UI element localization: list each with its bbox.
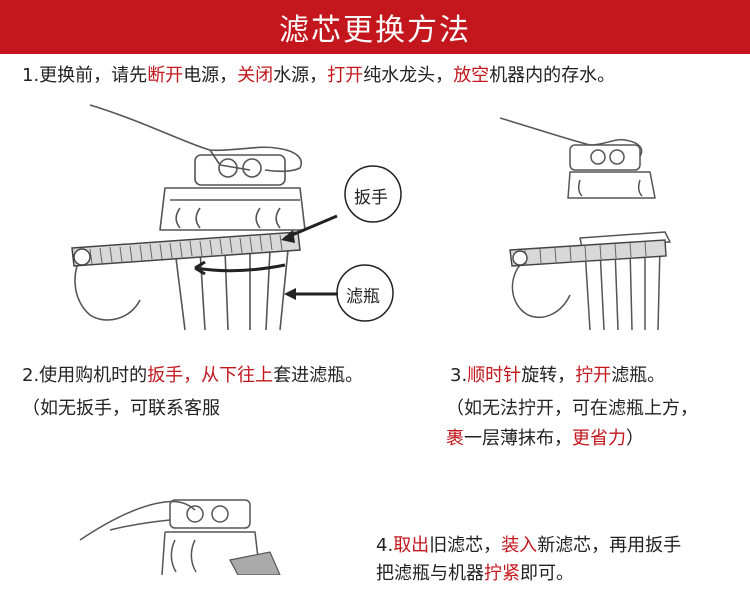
bottle-body — [174, 249, 289, 331]
step-3-close-paren: ） — [626, 428, 644, 449]
step-3-keyword-easier: 更省力 — [572, 428, 626, 449]
step-1-keyword-open: 打开 — [327, 65, 364, 86]
step-2-keyword: 扳手，从下往上 — [147, 365, 274, 386]
step-1-water: 水源， — [273, 65, 328, 86]
step-1-tap: 纯水龙头， — [363, 65, 454, 86]
step-3-number: 3. — [450, 365, 468, 386]
bottle-pointer-arrow — [284, 288, 338, 300]
wrench-callout — [344, 165, 402, 223]
step-3-cloth: 一层薄抹布， — [464, 428, 572, 449]
step-3-rotate: 旋转， — [521, 365, 576, 386]
wrench-strap-right — [509, 239, 667, 267]
hand-outline-bottom — [79, 500, 196, 541]
wrench-label: 扳手 — [354, 188, 388, 208]
step-2-suffix: 套进滤瓶。 — [273, 365, 364, 386]
step-2-text: 2.使用购机时的扳手，从下往上套进滤瓶。 — [22, 360, 363, 392]
step-3-keyword-unscrew: 拧开 — [575, 365, 612, 386]
step-1-keyword-drain: 放空 — [453, 65, 490, 86]
step-1-suffix: 机器内的存水。 — [489, 65, 616, 86]
step-3-keyword-clockwise: 顺时针 — [467, 365, 522, 386]
step-4-text: 4.取出旧滤芯，装入新滤芯，再用扳手 — [376, 530, 681, 562]
step-4-text-line-2: 把滤瓶与机器拧紧即可。 — [376, 558, 574, 590]
filter-head — [194, 154, 286, 186]
step-1-power: 电源， — [183, 65, 238, 86]
title-banner: 滤芯更换方法 — [0, 0, 750, 54]
step-1-text: 1.更换前，请先断开电源，关闭水源，打开纯水龙头，放空机器内的存水。 — [22, 60, 615, 92]
step-1-prefix: 1.更换前，请先 — [22, 65, 148, 86]
step-3-suffix: 滤瓶。 — [611, 365, 666, 386]
step-2-prefix: 2.使用购机时的 — [22, 365, 148, 386]
step-1-keyword-disconnect: 断开 — [147, 65, 184, 86]
bottle-top-rim — [579, 231, 671, 249]
page-title: 滤芯更换方法 — [279, 13, 471, 48]
step-4-suffix: 新滤芯，再用扳手 — [537, 535, 682, 556]
step-4-keyword-install: 装入 — [501, 535, 538, 556]
step-3-text: 3.顺时针旋转，拧开滤瓶。 — [450, 360, 665, 392]
step-4-number: 4. — [376, 535, 394, 556]
hand-outline — [89, 104, 302, 173]
step-4-line-2-prefix: 把滤瓶与机器 — [376, 563, 484, 584]
bottle-label: 滤瓶 — [346, 287, 380, 307]
hand-outline-top — [500, 117, 643, 157]
wrench-strap — [71, 231, 301, 267]
step-4-old-filter: 旧滤芯， — [429, 535, 502, 556]
wrench-pointer-arrow — [281, 214, 338, 243]
step-2-note: （如无扳手，可联系客服 — [22, 398, 220, 419]
wrench-illustration — [71, 104, 306, 331]
install-illustration — [79, 499, 281, 575]
step-3-note-line-1: （如无法拧开，可在滤瓶上方， — [446, 398, 698, 419]
step-3-note-line-2: 裹一层薄抹布，更省力） — [446, 423, 644, 455]
step-3-keyword-wrap: 裹 — [446, 428, 464, 449]
step-4-line-2-suffix: 即可。 — [520, 563, 574, 584]
step-4-keyword-remove: 取出 — [393, 535, 430, 556]
rotation-arrow — [194, 263, 286, 273]
step-1-keyword-close: 关闭 — [237, 65, 274, 86]
step-4-keyword-tighten: 拧紧 — [484, 563, 520, 584]
rotate-illustration — [500, 117, 671, 331]
